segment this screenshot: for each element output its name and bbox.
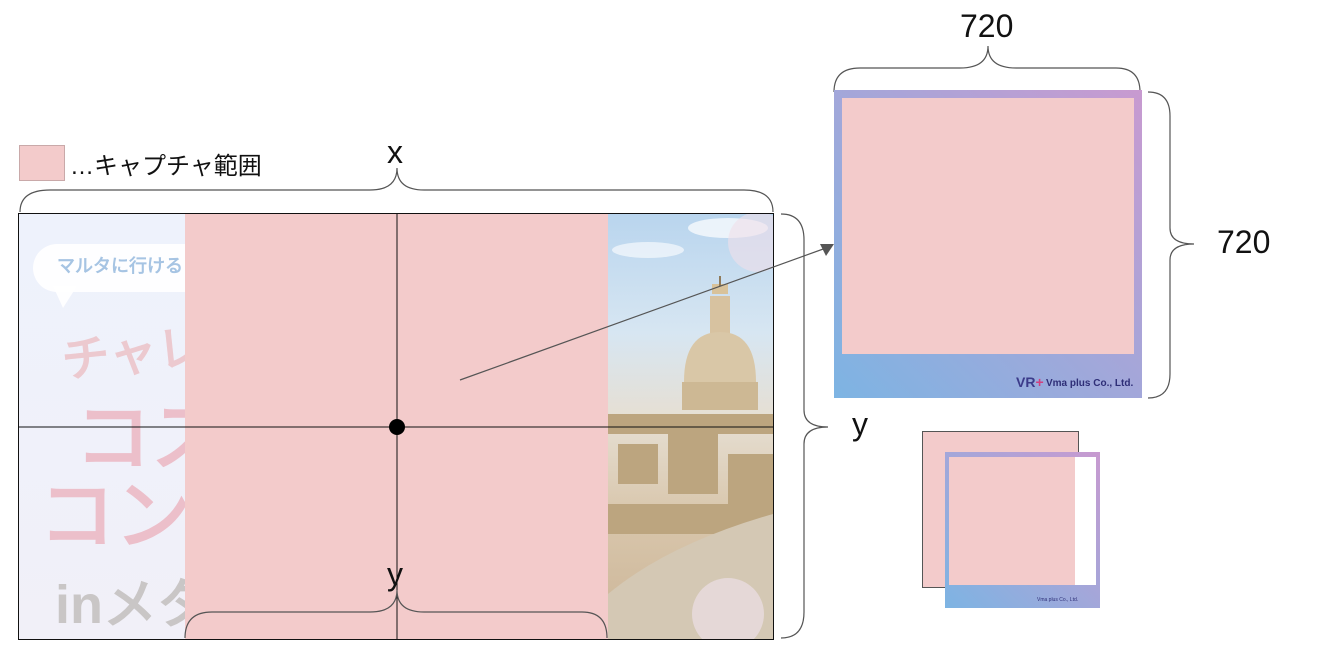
legend-swatch bbox=[19, 145, 65, 181]
brace-source-y bbox=[780, 213, 829, 639]
brace-x bbox=[19, 167, 774, 213]
label-source-y: y bbox=[852, 406, 868, 442]
small-output-window bbox=[949, 457, 1075, 585]
speech-bubble bbox=[33, 244, 213, 292]
small-output-frame: Vma plus Co., Ltd. bbox=[945, 452, 1100, 608]
small-logo-text: Vma plus Co., Ltd. bbox=[1037, 597, 1079, 603]
cathedral-dome-icon bbox=[608, 214, 773, 639]
output-capture-area bbox=[842, 98, 1134, 354]
output-logo-icon: VR+ bbox=[1016, 374, 1044, 390]
output-logo-text: Vma plus Co., Ltd. bbox=[1046, 378, 1134, 389]
brace-output-width bbox=[833, 45, 1141, 93]
speech-bubble-tail bbox=[53, 286, 77, 308]
brace-output-height bbox=[1147, 91, 1195, 399]
label-output-width: 720 bbox=[960, 8, 1014, 44]
label-x: x bbox=[387, 134, 403, 170]
bubble-text: マルタに行ける bbox=[57, 256, 183, 276]
arrow-head bbox=[820, 244, 834, 256]
brace-capture-y bbox=[184, 589, 608, 639]
legend-label: …キャプチャ範囲 bbox=[70, 153, 262, 180]
label-output-height: 720 bbox=[1217, 224, 1271, 260]
output-frame: VR+ Vma plus Co., Ltd. bbox=[834, 90, 1142, 398]
small-output-gap bbox=[1075, 457, 1096, 585]
center-point bbox=[389, 419, 405, 435]
label-capture-y: y bbox=[387, 556, 403, 592]
mapping-arrow bbox=[459, 247, 827, 381]
bg-line-3: コン bbox=[39, 474, 191, 559]
source-outline bbox=[18, 213, 774, 640]
